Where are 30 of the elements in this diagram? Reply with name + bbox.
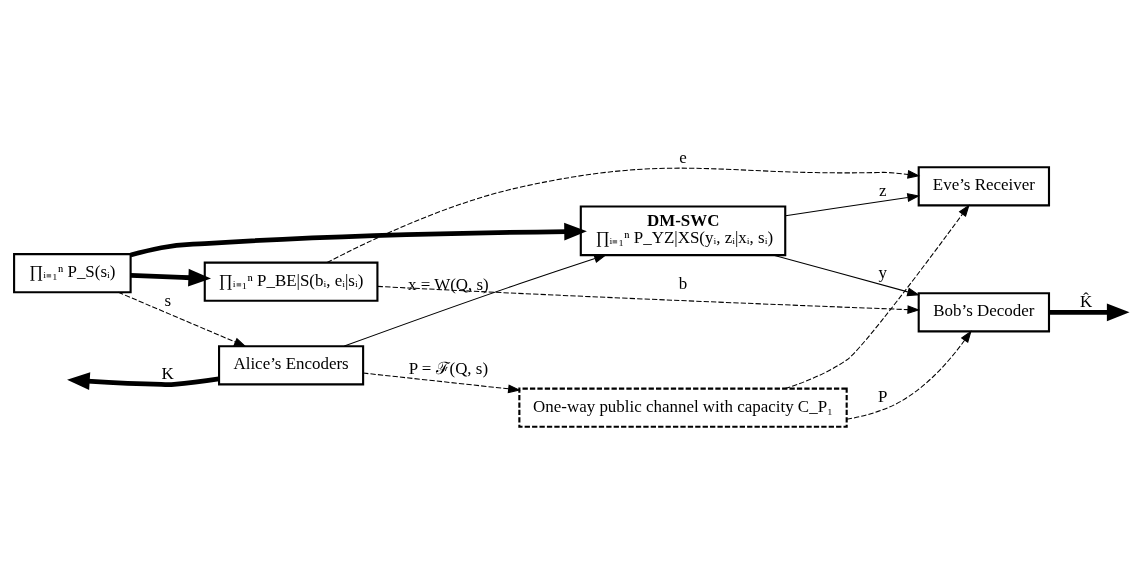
edge-label: P bbox=[877, 386, 888, 406]
arrow bbox=[362, 372, 521, 393]
edge-label: z bbox=[878, 180, 887, 200]
arrow bbox=[846, 329, 972, 420]
arrow bbox=[773, 254, 920, 296]
edge-label: x = W(Q, s) bbox=[408, 274, 489, 294]
edge-label: s bbox=[164, 290, 171, 310]
node-box: DM-SWC ∏ᵢ₌₁ⁿ P_YZ|XS(yᵢ, zᵢ|xᵢ, sᵢ) bbox=[579, 204, 787, 256]
arrow bbox=[343, 253, 607, 347]
arrow bbox=[1049, 302, 1130, 321]
edge-label: e bbox=[679, 147, 687, 167]
edge-label: b bbox=[678, 273, 688, 293]
node-box: Eve’s Receiver bbox=[917, 165, 1051, 206]
arrow bbox=[785, 192, 921, 216]
edge-label: K bbox=[161, 363, 174, 383]
arrow bbox=[130, 222, 587, 257]
arrow bbox=[784, 203, 970, 389]
arrow bbox=[377, 285, 921, 314]
arrow bbox=[67, 371, 220, 390]
node-box: One-way public channel with capacity C_P₁ bbox=[518, 387, 848, 428]
node-box: ∏ᵢ₌₁ⁿ P_S(sᵢ) bbox=[13, 252, 132, 293]
edge-label: P = ℱ(Q, s) bbox=[408, 358, 489, 378]
node-box: Bob’s Decoder bbox=[917, 291, 1051, 332]
edge-label: K̂ bbox=[1079, 291, 1093, 311]
arrow bbox=[130, 268, 212, 287]
arrow bbox=[326, 167, 921, 263]
edge-label: y bbox=[878, 262, 887, 282]
node-box: ∏ᵢ₌₁ⁿ P_BE|S(bᵢ, eᵢ|sᵢ) bbox=[203, 261, 379, 302]
arrow bbox=[117, 291, 247, 347]
node-box: Alice’s Encoders bbox=[218, 344, 365, 385]
